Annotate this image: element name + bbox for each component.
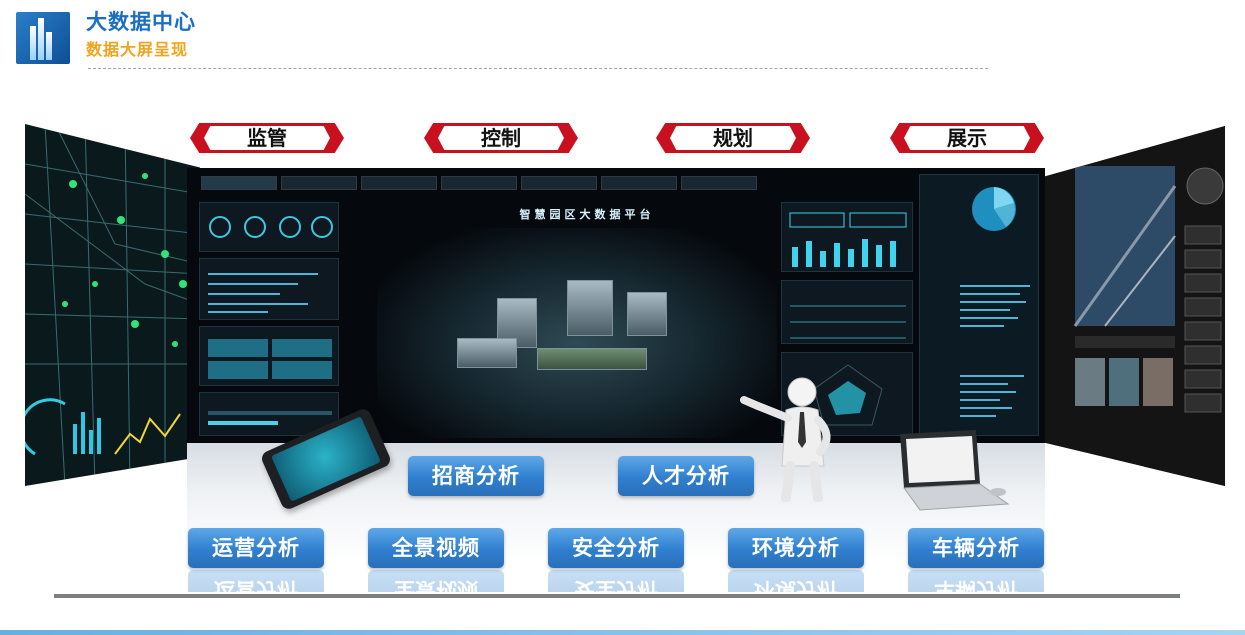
video-monitor-image	[1045, 126, 1225, 486]
banner-plan: 规划	[656, 119, 810, 157]
banner-label: 规划	[713, 126, 753, 150]
banner-supervise: 监管	[190, 119, 344, 157]
screen-tab	[361, 176, 437, 190]
button-reflection: 运营分析	[188, 570, 324, 592]
screen-tab	[601, 176, 677, 190]
button-reflection: 全景视频	[368, 570, 504, 592]
banner-control: 控制	[424, 119, 578, 157]
banner-label: 展示	[947, 126, 987, 150]
dashboard-screen: 智慧园区大数据平台	[187, 168, 1045, 443]
map-grid-image	[25, 124, 200, 486]
button-reflection: 环境分析	[728, 570, 864, 592]
presenter-figure-image	[740, 377, 831, 502]
page-title: 大数据中心	[86, 10, 196, 34]
environment-analysis-button[interactable]: 环境分析	[728, 528, 864, 568]
safety-analysis-button[interactable]: 安全分析	[548, 528, 684, 568]
analysis-list-widget	[919, 174, 1039, 436]
video-panel	[1045, 126, 1225, 486]
banner-display: 展示	[890, 119, 1044, 157]
banner-label: 控制	[481, 126, 521, 150]
laptop-image	[900, 430, 1010, 511]
talent-analysis-button[interactable]: 人才分析	[618, 456, 754, 496]
investment-analysis-button[interactable]: 招商分析	[408, 456, 544, 496]
banner-label: 监管	[247, 126, 287, 150]
land-area-widget	[781, 202, 913, 272]
screen-tab	[521, 176, 597, 190]
page-subtitle: 数据大屏呈现	[86, 40, 189, 59]
footer-rule	[0, 630, 1245, 635]
vehicle-analysis-button[interactable]: 车辆分析	[908, 528, 1044, 568]
industry-distribution-widget	[199, 326, 339, 386]
button-reflection: 安全分析	[548, 570, 684, 592]
map-panel	[25, 124, 200, 486]
operation-analysis-button[interactable]: 运营分析	[188, 528, 324, 568]
screen-tab	[281, 176, 357, 190]
energy-stats-widget	[781, 280, 913, 344]
screen-title: 智慧园区大数据平台	[519, 208, 655, 221]
logo-icon	[16, 12, 70, 64]
panorama-video-button[interactable]: 全景视频	[368, 528, 504, 568]
enterprise-stats-widget	[199, 202, 339, 252]
header-divider	[88, 68, 988, 69]
park-3d-render	[377, 228, 777, 438]
screen-tab	[681, 176, 757, 190]
stage-baseline	[54, 594, 1180, 598]
screen-tab	[201, 176, 277, 190]
screen-tab	[441, 176, 517, 190]
enterprise-bar-widget	[199, 258, 339, 320]
screen-tabs	[201, 176, 757, 190]
button-reflection: 车辆分析	[908, 570, 1044, 592]
